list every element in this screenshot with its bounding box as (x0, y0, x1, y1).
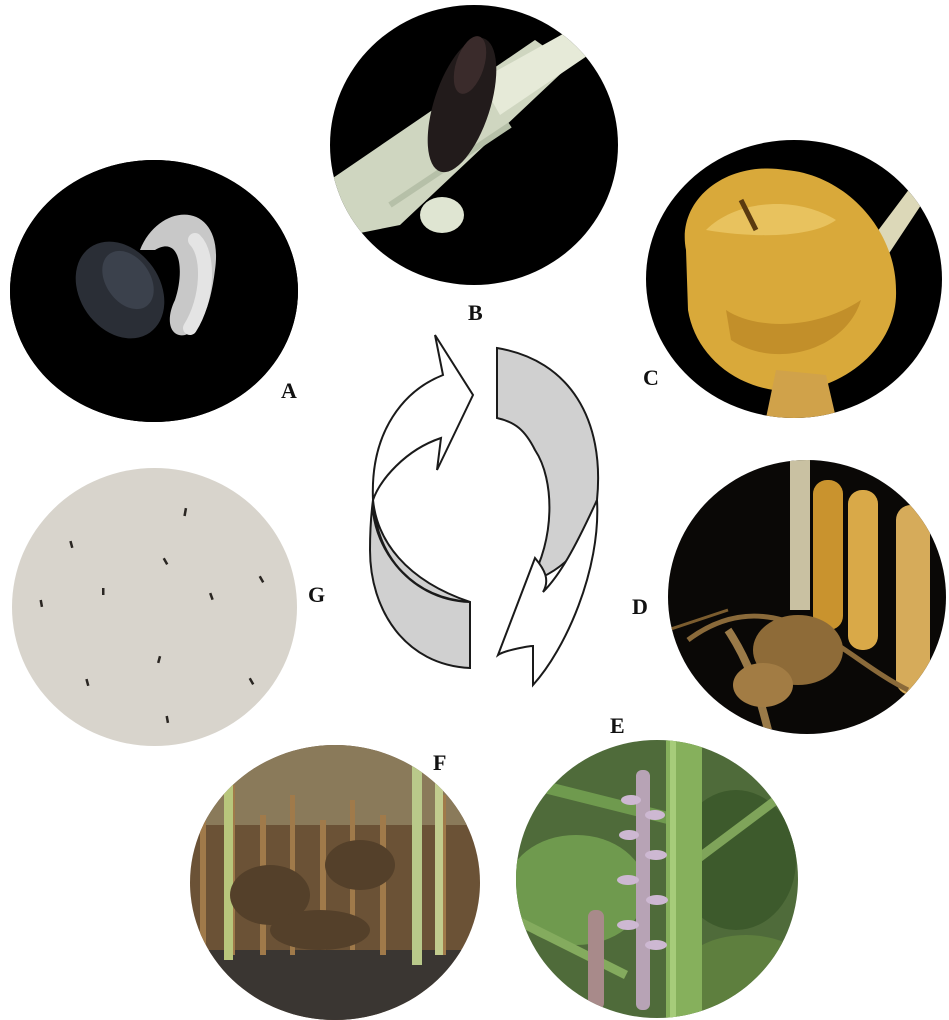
panel-label-a: A (281, 380, 297, 402)
panel-label-f: F (433, 752, 446, 774)
panel-label-d: D (632, 596, 648, 618)
panel-d-underground-shoots-photo (668, 460, 946, 734)
cycle-arrows (365, 330, 605, 690)
panel-g-seeds-photo (12, 468, 297, 746)
panel-label-b: B (468, 302, 483, 324)
panel-e-flowering-shoot-photo (516, 740, 798, 1018)
panel-a-germinated-seed-photo (10, 160, 298, 422)
panel-label-c: C (643, 367, 659, 389)
panel-b-attachment-photo (330, 5, 618, 285)
panel-label-g: G (308, 584, 325, 606)
panel-label-e: E (610, 715, 625, 737)
cycle-arrow-left-gray-arc (370, 500, 470, 668)
panel-f-infested-field-photo (190, 745, 480, 1020)
cycle-arrow-left-white-head (373, 335, 473, 500)
panel-c-tubercle-photo (646, 140, 942, 418)
